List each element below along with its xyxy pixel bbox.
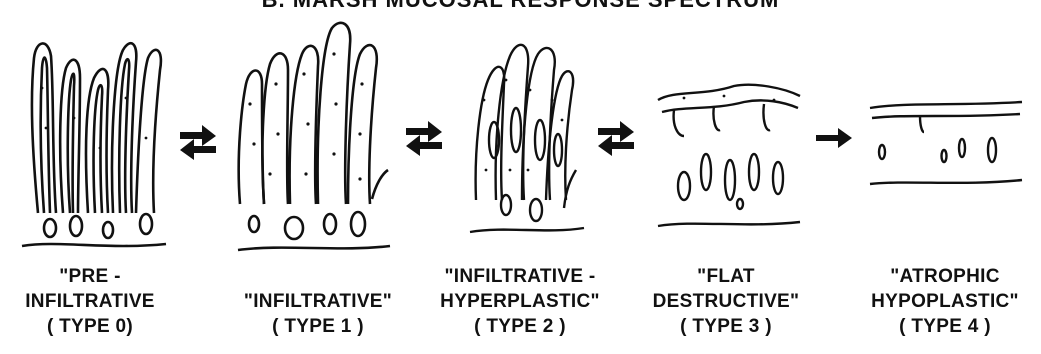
- caption-type0-line2: INFILTRATIVE: [0, 289, 180, 314]
- stage-type0-illustration: [18, 28, 168, 258]
- stage-type4-illustration: [866, 92, 1026, 202]
- reversible-arrow-3: [594, 118, 638, 158]
- reversible-arrow-2: [402, 118, 446, 158]
- stage-type1-illustration: [232, 14, 392, 259]
- forward-arrow: [814, 126, 854, 150]
- caption-type4: "ATROPHIC HYPOPLASTIC" ( TYPE 4 ): [852, 264, 1038, 339]
- stage-type2-illustration: [466, 20, 586, 245]
- caption-type4-line3: ( TYPE 4 ): [852, 314, 1038, 339]
- caption-type3-line1: "FLAT: [636, 264, 816, 289]
- caption-type1-line1: [208, 264, 428, 289]
- caption-type3-line3: ( TYPE 3 ): [636, 314, 816, 339]
- stage-type3-illustration: [654, 76, 804, 246]
- caption-type2-line3: ( TYPE 2 ): [420, 314, 620, 339]
- caption-type4-line2: HYPOPLASTIC": [852, 289, 1038, 314]
- caption-type0-line1: "PRE -: [0, 264, 180, 289]
- caption-type0-line3: ( TYPE 0): [0, 314, 180, 339]
- caption-type4-line1: "ATROPHIC: [852, 264, 1038, 289]
- diagram-title-cut: B. MARSH MUCOSAL RESPONSE SPECTRUM: [0, 0, 1041, 13]
- caption-type1-line2: "INFILTRATIVE": [208, 289, 428, 314]
- caption-type2-line2: HYPERPLASTIC": [420, 289, 620, 314]
- caption-type1-line3: ( TYPE 1 ): [208, 314, 428, 339]
- caption-type2: "INFILTRATIVE - HYPERPLASTIC" ( TYPE 2 ): [420, 264, 620, 339]
- reversible-arrow-1: [176, 122, 220, 162]
- caption-type1: "INFILTRATIVE" ( TYPE 1 ): [208, 264, 428, 339]
- caption-type0: "PRE - INFILTRATIVE ( TYPE 0): [0, 264, 180, 339]
- caption-type3-line2: DESTRUCTIVE": [636, 289, 816, 314]
- caption-type3: "FLAT DESTRUCTIVE" ( TYPE 3 ): [636, 264, 816, 339]
- caption-type2-line1: "INFILTRATIVE -: [420, 264, 620, 289]
